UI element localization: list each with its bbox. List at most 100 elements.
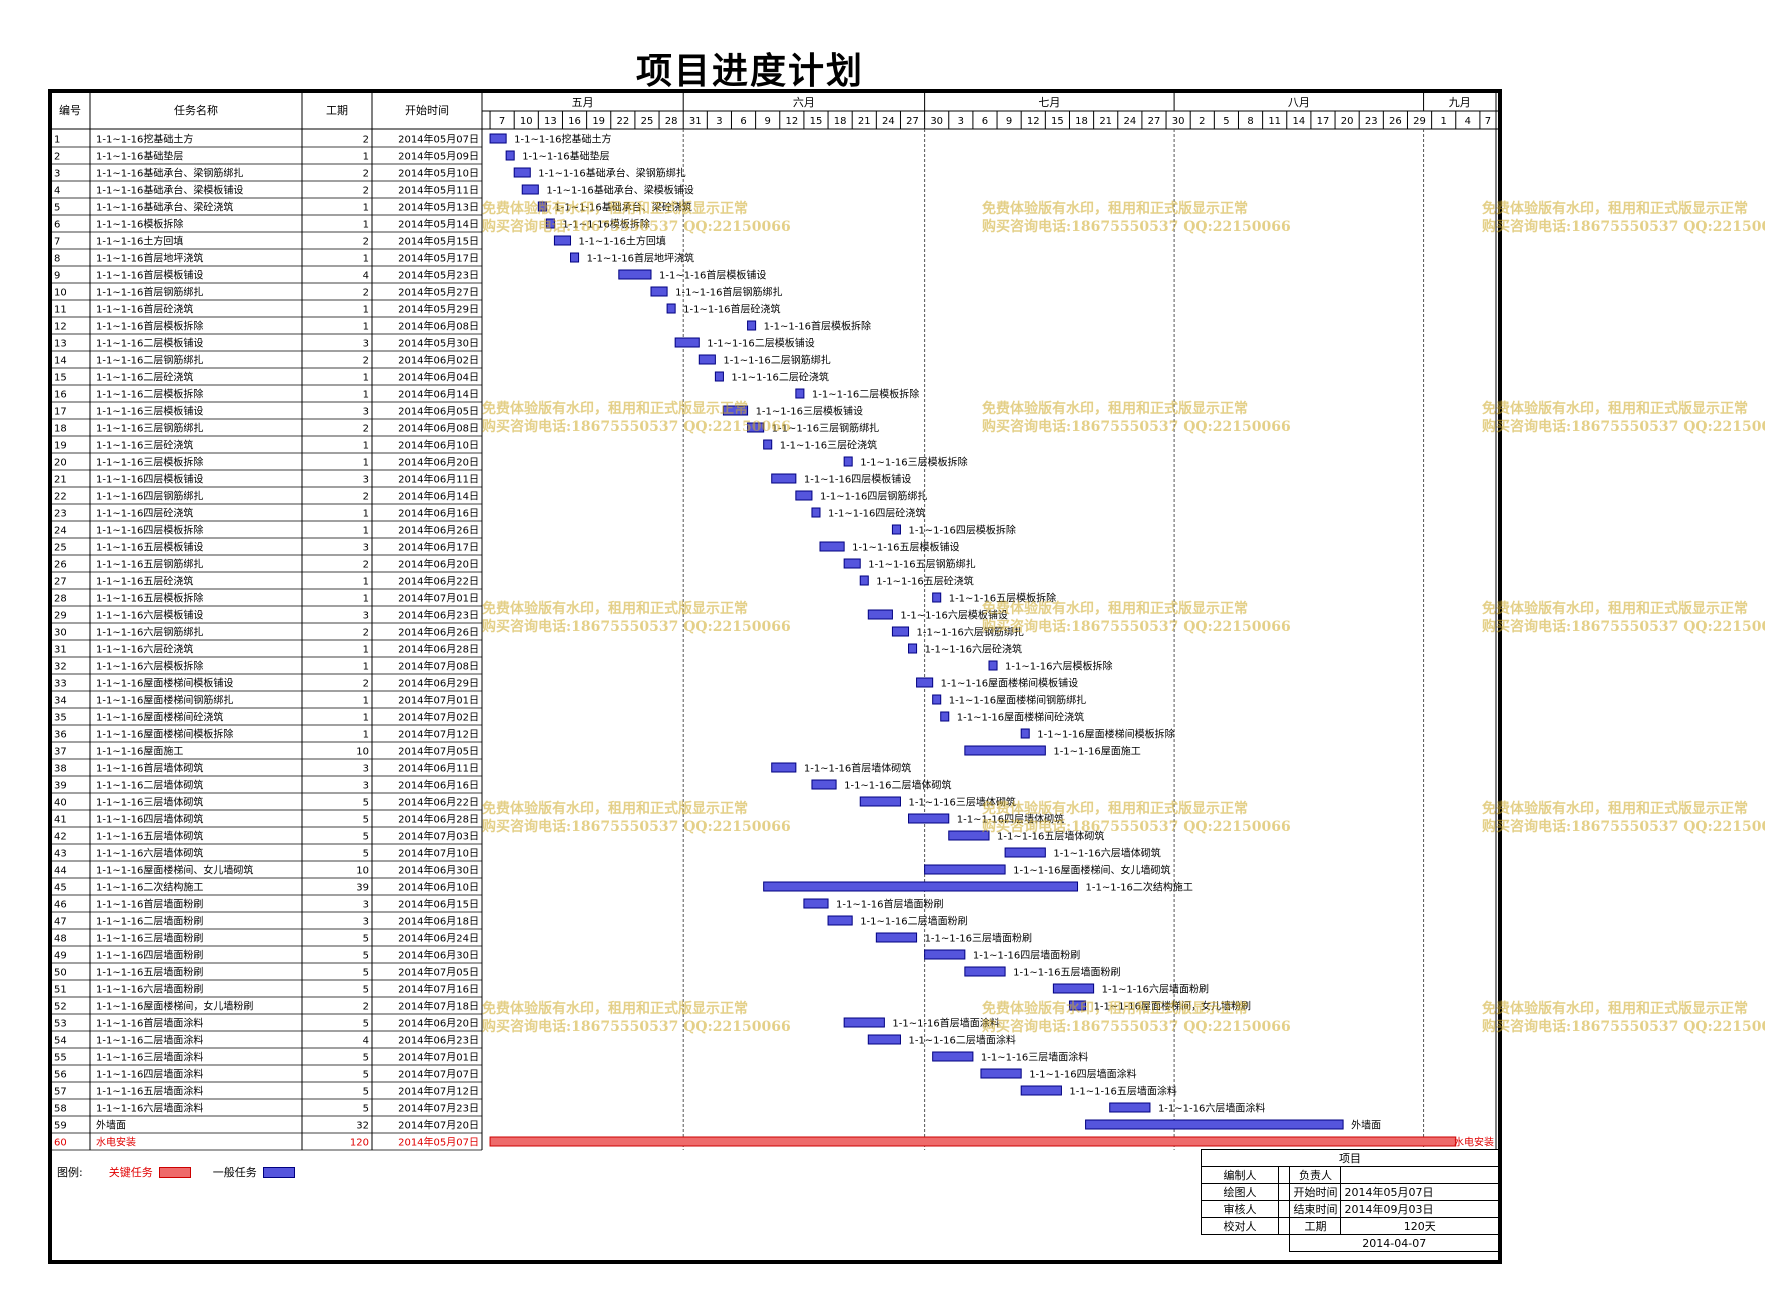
task-name: 1-1~1-16二层模板铺设 [96, 337, 203, 350]
task-bar [650, 286, 668, 297]
task-start: 2014年06月08日 [398, 422, 479, 435]
task-start: 2014年06月16日 [398, 507, 479, 520]
task-duration: 1 [363, 254, 369, 265]
info-compiler-label: 编制人 [1201, 1166, 1279, 1184]
day-tick-label: 18 [1075, 116, 1088, 127]
header-id: 编号 [59, 103, 81, 117]
day-tick-label: 6 [740, 116, 746, 127]
task-start: 2014年07月05日 [398, 745, 479, 758]
task-duration: 5 [363, 832, 369, 843]
month-label: 八月 [1288, 96, 1310, 109]
task-id: 21 [54, 475, 67, 486]
day-tick-label: 3 [716, 116, 722, 127]
day-tick-label: 5 [1223, 116, 1229, 127]
task-id: 58 [54, 1104, 67, 1115]
task-duration: 5 [363, 1053, 369, 1064]
task-start: 2014年06月20日 [398, 558, 479, 571]
info-blank [1201, 1234, 1291, 1252]
day-tick-label: 8 [1247, 116, 1253, 127]
task-id: 3 [54, 169, 60, 180]
task-start: 2014年05月07日 [398, 133, 479, 146]
legend-normal-swatch [262, 1166, 295, 1178]
task-name: 1-1~1-16五层墙面粉刷 [96, 966, 203, 979]
task-duration: 5 [363, 968, 369, 979]
task-start: 2014年06月29日 [398, 677, 479, 690]
task-name: 1-1~1-16五层墙体砌筑 [96, 830, 203, 843]
task-bar [570, 252, 580, 263]
task-bar-label: 1-1~1-16二层模板铺设 [707, 337, 814, 350]
day-tick-label: 10 [520, 116, 533, 127]
task-start: 2014年07月12日 [398, 728, 479, 741]
task-bar [843, 558, 861, 569]
task-bar [819, 541, 845, 552]
task-bar [537, 201, 547, 212]
task-duration: 1 [363, 152, 369, 163]
task-duration: 2 [363, 288, 369, 299]
outer-border [48, 89, 1502, 1264]
task-start: 2014年06月22日 [398, 575, 479, 588]
task-duration: 1 [363, 526, 369, 537]
task-id: 10 [54, 288, 67, 299]
task-name: 1-1~1-16六层模板铺设 [96, 609, 203, 622]
task-id: 14 [54, 356, 67, 367]
task-name: 1-1~1-16六层墙体砌筑 [96, 847, 203, 860]
task-bar-label: 1-1~1-16四层墙面粉刷 [973, 949, 1080, 962]
task-bar [489, 133, 507, 144]
task-duration: 2 [363, 560, 369, 571]
task-id: 20 [54, 458, 67, 469]
task-id: 52 [54, 1002, 67, 1013]
task-bar-label: 1-1~1-16首层地坪浇筑 [587, 252, 694, 265]
task-start: 2014年07月20日 [398, 1119, 479, 1132]
task-name: 外墙面 [96, 1119, 126, 1132]
task-id: 36 [54, 730, 67, 741]
task-bar-label: 1-1~1-16五层模板铺设 [852, 541, 959, 554]
task-duration: 3 [363, 475, 369, 486]
task-id: 2 [54, 152, 60, 163]
legend-normal-label: 一般任务 [212, 1166, 257, 1179]
task-bar-label: 1-1~1-16屋面楼梯间、女儿墙砌筑 [1013, 864, 1170, 877]
task-duration: 1 [363, 373, 369, 384]
legend-critical-swatch [158, 1166, 191, 1178]
task-bar [666, 303, 676, 314]
task-id: 43 [54, 849, 67, 860]
task-bar-label: 1-1~1-16模板拆除 [562, 218, 649, 231]
task-bar-label: 1-1~1-16四层砼浇筑 [828, 507, 925, 520]
task-duration: 2 [363, 186, 369, 197]
info-owner-label: 负责人 [1289, 1166, 1342, 1184]
task-bar [1085, 1119, 1344, 1130]
task-bar-label: 1-1~1-16四层模板铺设 [804, 473, 911, 486]
task-bar-label: 1-1~1-16二层钢筋绑扎 [723, 354, 830, 367]
legend: 图例: 关键任务 一般任务 [57, 1164, 295, 1180]
task-name: 1-1~1-16五层模板拆除 [96, 592, 203, 605]
task-name: 1-1~1-16四层墙面粉刷 [96, 949, 203, 962]
task-bar-label: 1-1~1-16六层模板拆除 [1005, 660, 1112, 673]
task-start: 2014年06月04日 [398, 371, 479, 384]
task-duration: 3 [363, 764, 369, 775]
task-start: 2014年07月01日 [398, 694, 479, 707]
task-bar [988, 660, 998, 671]
task-duration: 1 [363, 220, 369, 231]
task-name: 1-1~1-16四层砼浇筑 [96, 507, 193, 520]
task-id: 41 [54, 815, 67, 826]
task-name: 1-1~1-16六层墙面粉刷 [96, 983, 203, 996]
task-name: 水电安装 [96, 1136, 136, 1149]
task-start: 2014年06月08日 [398, 320, 479, 333]
task-id: 50 [54, 968, 67, 979]
task-duration: 4 [363, 1036, 369, 1047]
task-start: 2014年07月23日 [398, 1102, 479, 1115]
month-label: 七月 [1038, 96, 1060, 109]
task-start: 2014年06月30日 [398, 864, 479, 877]
task-id: 23 [54, 509, 67, 520]
task-bar [891, 524, 901, 535]
